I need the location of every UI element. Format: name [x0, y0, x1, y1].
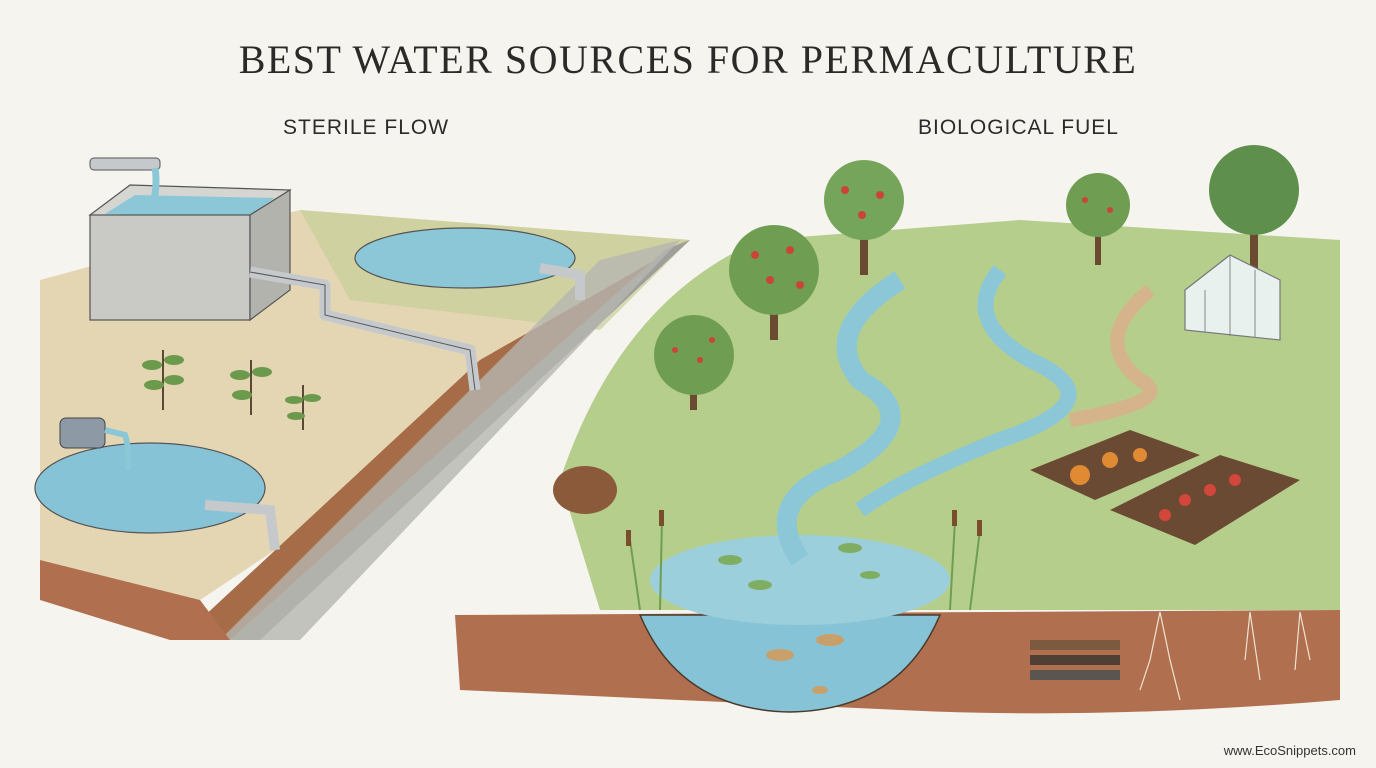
cattails — [629, 519, 981, 611]
soil-layers — [1030, 640, 1120, 680]
fish — [766, 634, 844, 694]
tomatoes — [1159, 474, 1241, 521]
biological-fuel-illustration — [455, 145, 1340, 714]
veg-bed — [1110, 455, 1300, 545]
fruit-trees — [654, 145, 1299, 410]
pump — [59, 417, 132, 471]
sapling — [230, 360, 272, 415]
compost-pile — [553, 466, 617, 514]
roots — [1139, 611, 1311, 701]
watermark: www.EcoSnippets.com — [1223, 743, 1356, 758]
page-title: BEST WATER SOURCES FOR PERMACULTURE — [238, 37, 1138, 82]
panel-label-sterile-flow: STERILE FLOW — [283, 116, 450, 139]
panel-label-biological-fuel: BIOLOGICAL FUEL — [918, 116, 1119, 139]
lower-pond — [34, 442, 266, 534]
sapling — [142, 350, 184, 410]
sterile-flow-illustration — [34, 157, 690, 640]
sapling — [285, 385, 321, 430]
pumpkin — [1070, 465, 1090, 485]
cistern — [88, 184, 292, 322]
upper-pond — [354, 227, 576, 289]
greenhouse — [1184, 254, 1281, 341]
